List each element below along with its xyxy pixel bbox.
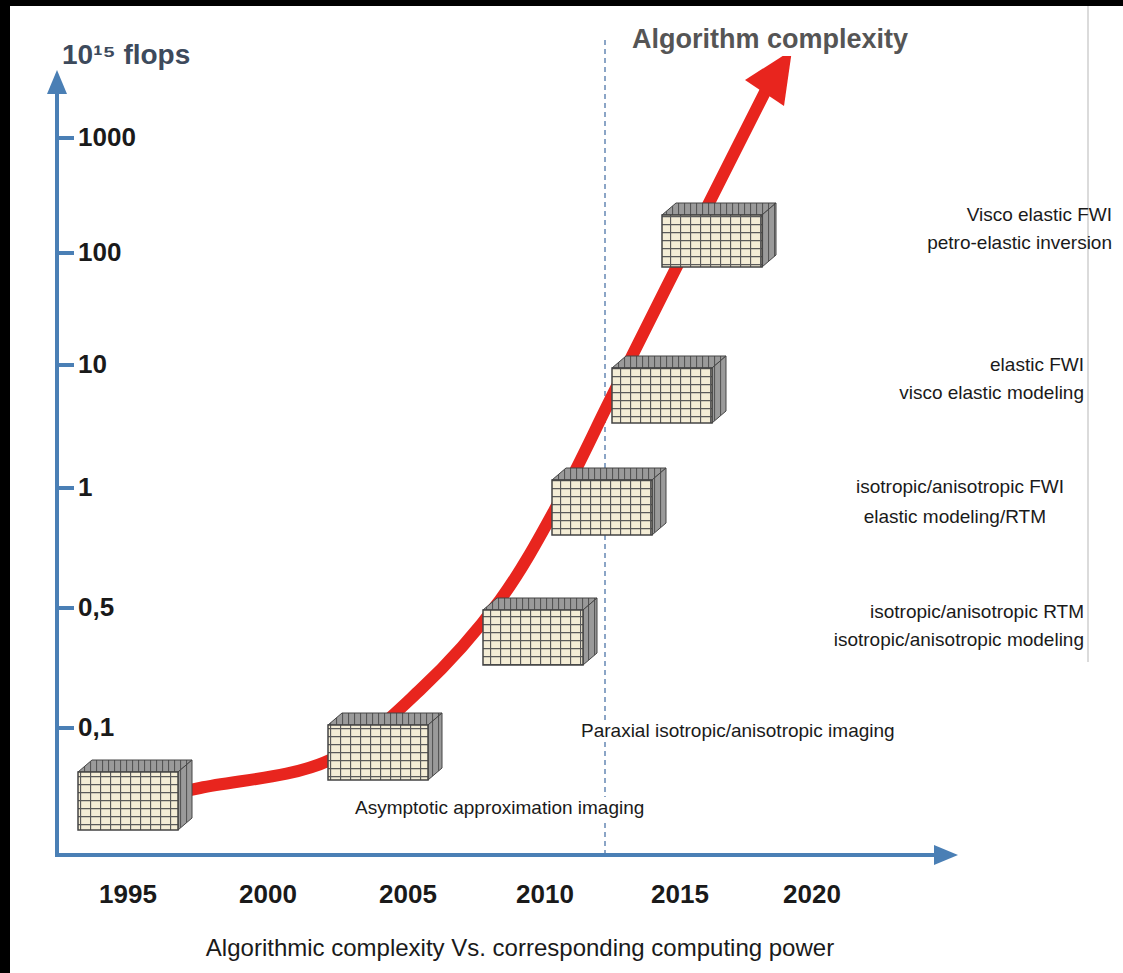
cube-icon xyxy=(328,713,442,780)
method-label: petro-elastic inversion xyxy=(927,232,1112,254)
method-label: isotropic/anisotropic RTM xyxy=(870,601,1084,623)
tick-label: 0,1 xyxy=(78,713,114,743)
axis-title: 10¹⁵ flops xyxy=(62,39,190,71)
year-label: 2020 xyxy=(783,880,841,910)
trend-arrow xyxy=(115,50,792,805)
year-label: 2000 xyxy=(239,880,297,910)
cube-icon xyxy=(612,356,726,423)
method-label: isotropic/anisotropic modeling xyxy=(834,629,1084,651)
cube-icon xyxy=(552,468,666,535)
year-label: 1995 xyxy=(99,880,157,910)
tick-label: 10 xyxy=(78,350,107,380)
arrow-head xyxy=(745,50,792,106)
method-label: Paraxial isotropic/anisotropic imaging xyxy=(578,720,898,742)
year-label: 2010 xyxy=(516,880,574,910)
tick-label: 1000 xyxy=(78,123,136,153)
cube-icon xyxy=(483,598,597,665)
chart-title: Algorithm complexity xyxy=(629,24,911,55)
method-label: Asymptotic approximation imaging xyxy=(352,797,647,819)
edge-line xyxy=(1087,6,1089,662)
chart-caption: Algorithmic complexity Vs. corresponding… xyxy=(206,934,834,962)
axes xyxy=(47,70,958,865)
frame-bar xyxy=(0,0,10,973)
year-label: 2015 xyxy=(651,880,709,910)
method-label: elastic modeling/RTM xyxy=(864,506,1046,528)
cube-icon xyxy=(78,760,192,830)
method-label: visco elastic modeling xyxy=(899,382,1084,404)
tick-label: 100 xyxy=(78,238,121,268)
method-label: isotropic/anisotropic FWI xyxy=(856,476,1064,498)
method-label: elastic FWI xyxy=(990,354,1084,376)
frame-bar xyxy=(0,0,1123,6)
tick-label: 1 xyxy=(78,473,92,503)
tick-label: 0,5 xyxy=(78,593,114,623)
trend-line xyxy=(115,92,765,805)
method-label: Visco elastic FWI xyxy=(967,204,1112,226)
year-label: 2005 xyxy=(379,880,437,910)
cube-icon xyxy=(662,203,776,267)
